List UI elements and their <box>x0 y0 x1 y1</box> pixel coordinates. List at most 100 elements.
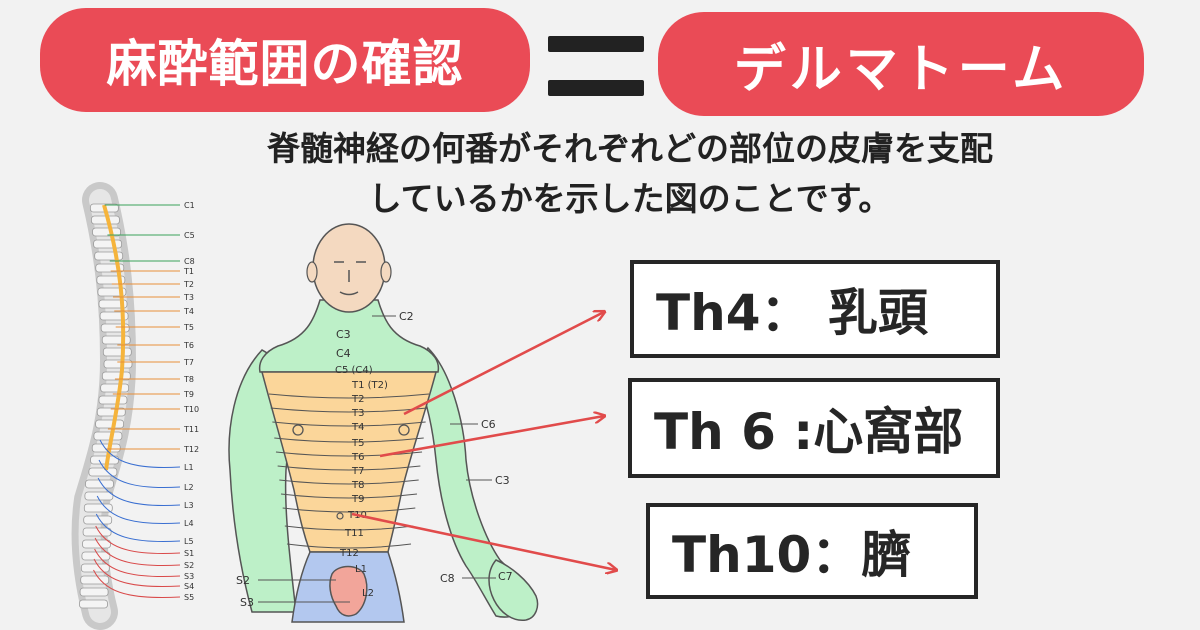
vertebra <box>94 251 124 261</box>
label-s2: S2 <box>236 574 250 587</box>
arrow-th6 <box>379 416 604 458</box>
vertebra <box>93 239 122 249</box>
vertebra <box>102 347 132 357</box>
vertebra <box>96 407 126 417</box>
label-t9: T9 <box>351 494 364 505</box>
title-left-text: 麻酔範囲の確認 <box>106 35 464 93</box>
callout-th4-nipple: Th4： 乳頭 <box>630 260 1000 358</box>
spine-label-l2: L2 <box>184 483 194 492</box>
sacral-zone <box>329 565 368 617</box>
vertebra <box>98 395 128 405</box>
label-l2: L2 <box>362 588 374 599</box>
label-t8: T8 <box>351 480 364 491</box>
dermatome-band-line <box>272 421 426 427</box>
spine-label-t12: T12 <box>183 445 199 454</box>
dermatome-band-line <box>280 493 418 499</box>
vertebra <box>98 299 128 309</box>
vertebra <box>79 587 109 597</box>
label-t1t2: T1 (T2) <box>351 380 388 391</box>
nerve-line-l4 <box>96 495 181 525</box>
dermatome-band-line <box>282 507 416 513</box>
vertebra <box>80 575 110 585</box>
callout-th4-text: Th4： 乳頭 <box>656 284 928 342</box>
spine-label-l5: L5 <box>184 537 194 546</box>
label-c3: C3 <box>336 328 351 341</box>
label-t4: T4 <box>351 422 364 433</box>
spine-label-s1: S1 <box>184 549 194 558</box>
vertebra <box>96 275 126 285</box>
dermatome-band-line <box>268 393 430 399</box>
vertebra <box>91 443 121 453</box>
vertebra <box>88 467 118 477</box>
spine-label-t10: T10 <box>183 405 199 414</box>
nerve-line-l1 <box>99 439 181 469</box>
vertebra <box>93 431 123 441</box>
vertebra <box>80 563 110 573</box>
callout-th6-epigastrium: Th 6 :心窩部 <box>628 378 1000 478</box>
vertebra <box>101 335 131 345</box>
label-c7: C7 <box>498 570 513 583</box>
spine-label-s4: S4 <box>184 582 194 591</box>
vertebra <box>83 515 113 525</box>
nerve-line-s3 <box>94 548 181 577</box>
label-c5c4: C5 (C4) <box>335 365 373 376</box>
right-nipple <box>398 424 410 436</box>
spine-label-s2: S2 <box>184 561 194 570</box>
spine-label-s5: S5 <box>184 593 194 602</box>
spine-label-t8: T8 <box>183 375 194 384</box>
spine-label-t4: T4 <box>183 307 194 316</box>
spine-label-l3: L3 <box>184 501 194 510</box>
label-t5: T5 <box>351 438 364 449</box>
label-t11: T11 <box>344 528 364 539</box>
callout-th10-navel: Th10：臍 <box>646 503 978 599</box>
vertebra-ticks <box>79 203 133 609</box>
left-nipple <box>292 424 304 436</box>
vertebra <box>90 455 119 465</box>
dermatome-band-line <box>279 479 419 485</box>
thoracic-zone <box>261 371 437 553</box>
nerve-line-s5 <box>93 569 181 598</box>
left-arm-zone <box>228 349 297 613</box>
equals-top-bar <box>548 36 644 52</box>
spine-label-t11: T11 <box>183 425 199 434</box>
right-hand <box>488 559 539 621</box>
spine-label-t9: T9 <box>183 390 194 399</box>
spine-label-l1: L1 <box>184 463 194 472</box>
subtitle-line-2: しているかを示した図のことです。 <box>368 179 892 218</box>
spine-label-t3: T3 <box>183 293 194 302</box>
left-ear <box>306 261 318 283</box>
spine-column-outline <box>71 182 137 630</box>
label-t7: T7 <box>351 466 364 477</box>
spine-illustration: C1C5C8T1T2T3T4T5T6T7T8T9T10T11T12L1L2L3L… <box>71 182 199 630</box>
nerve-line-l2 <box>98 459 181 489</box>
spine-label-l4: L4 <box>184 519 194 528</box>
vertebra <box>92 227 121 237</box>
head <box>312 223 386 313</box>
dermatome-band-line <box>277 465 421 471</box>
spine-label-t7: T7 <box>183 358 194 367</box>
vertebra <box>95 419 124 429</box>
thoracic-contour-lines <box>268 393 430 549</box>
dermatome-band-line <box>274 437 424 443</box>
spine-labels: C1C5C8T1T2T3T4T5T6T7T8T9T10T11T12L1L2L3L… <box>183 201 199 602</box>
dermatome-band-line <box>284 525 414 531</box>
label-c4: C4 <box>336 347 351 360</box>
title-pill-dermatome: デルマトーム <box>658 12 1144 116</box>
label-t2: T2 <box>351 394 364 405</box>
label-c6: C6 <box>481 418 496 431</box>
spine-label-t5: T5 <box>183 323 194 332</box>
face-features <box>334 261 366 296</box>
label-c2: C2 <box>399 310 414 323</box>
arrow-th4 <box>403 312 604 416</box>
nerve-line-l5 <box>95 513 181 543</box>
nerve-lines <box>93 204 181 598</box>
navel <box>336 512 344 520</box>
dermatome-band-line <box>270 407 428 413</box>
spine-label-t6: T6 <box>183 341 194 350</box>
spinal-cord <box>102 204 126 471</box>
vertebra <box>82 539 111 549</box>
body-illustration: C2 C3 C4 C5 (C4) T1 (T2) T2 T3 T4 T5 T6 … <box>228 223 539 623</box>
vertebra <box>83 503 113 513</box>
subtitle: 脊髄神経の何番がそれぞれどの部位の皮膚を支配 しているかを示した図のことです。 <box>100 124 1160 224</box>
spine-label-c8: C8 <box>184 257 195 266</box>
